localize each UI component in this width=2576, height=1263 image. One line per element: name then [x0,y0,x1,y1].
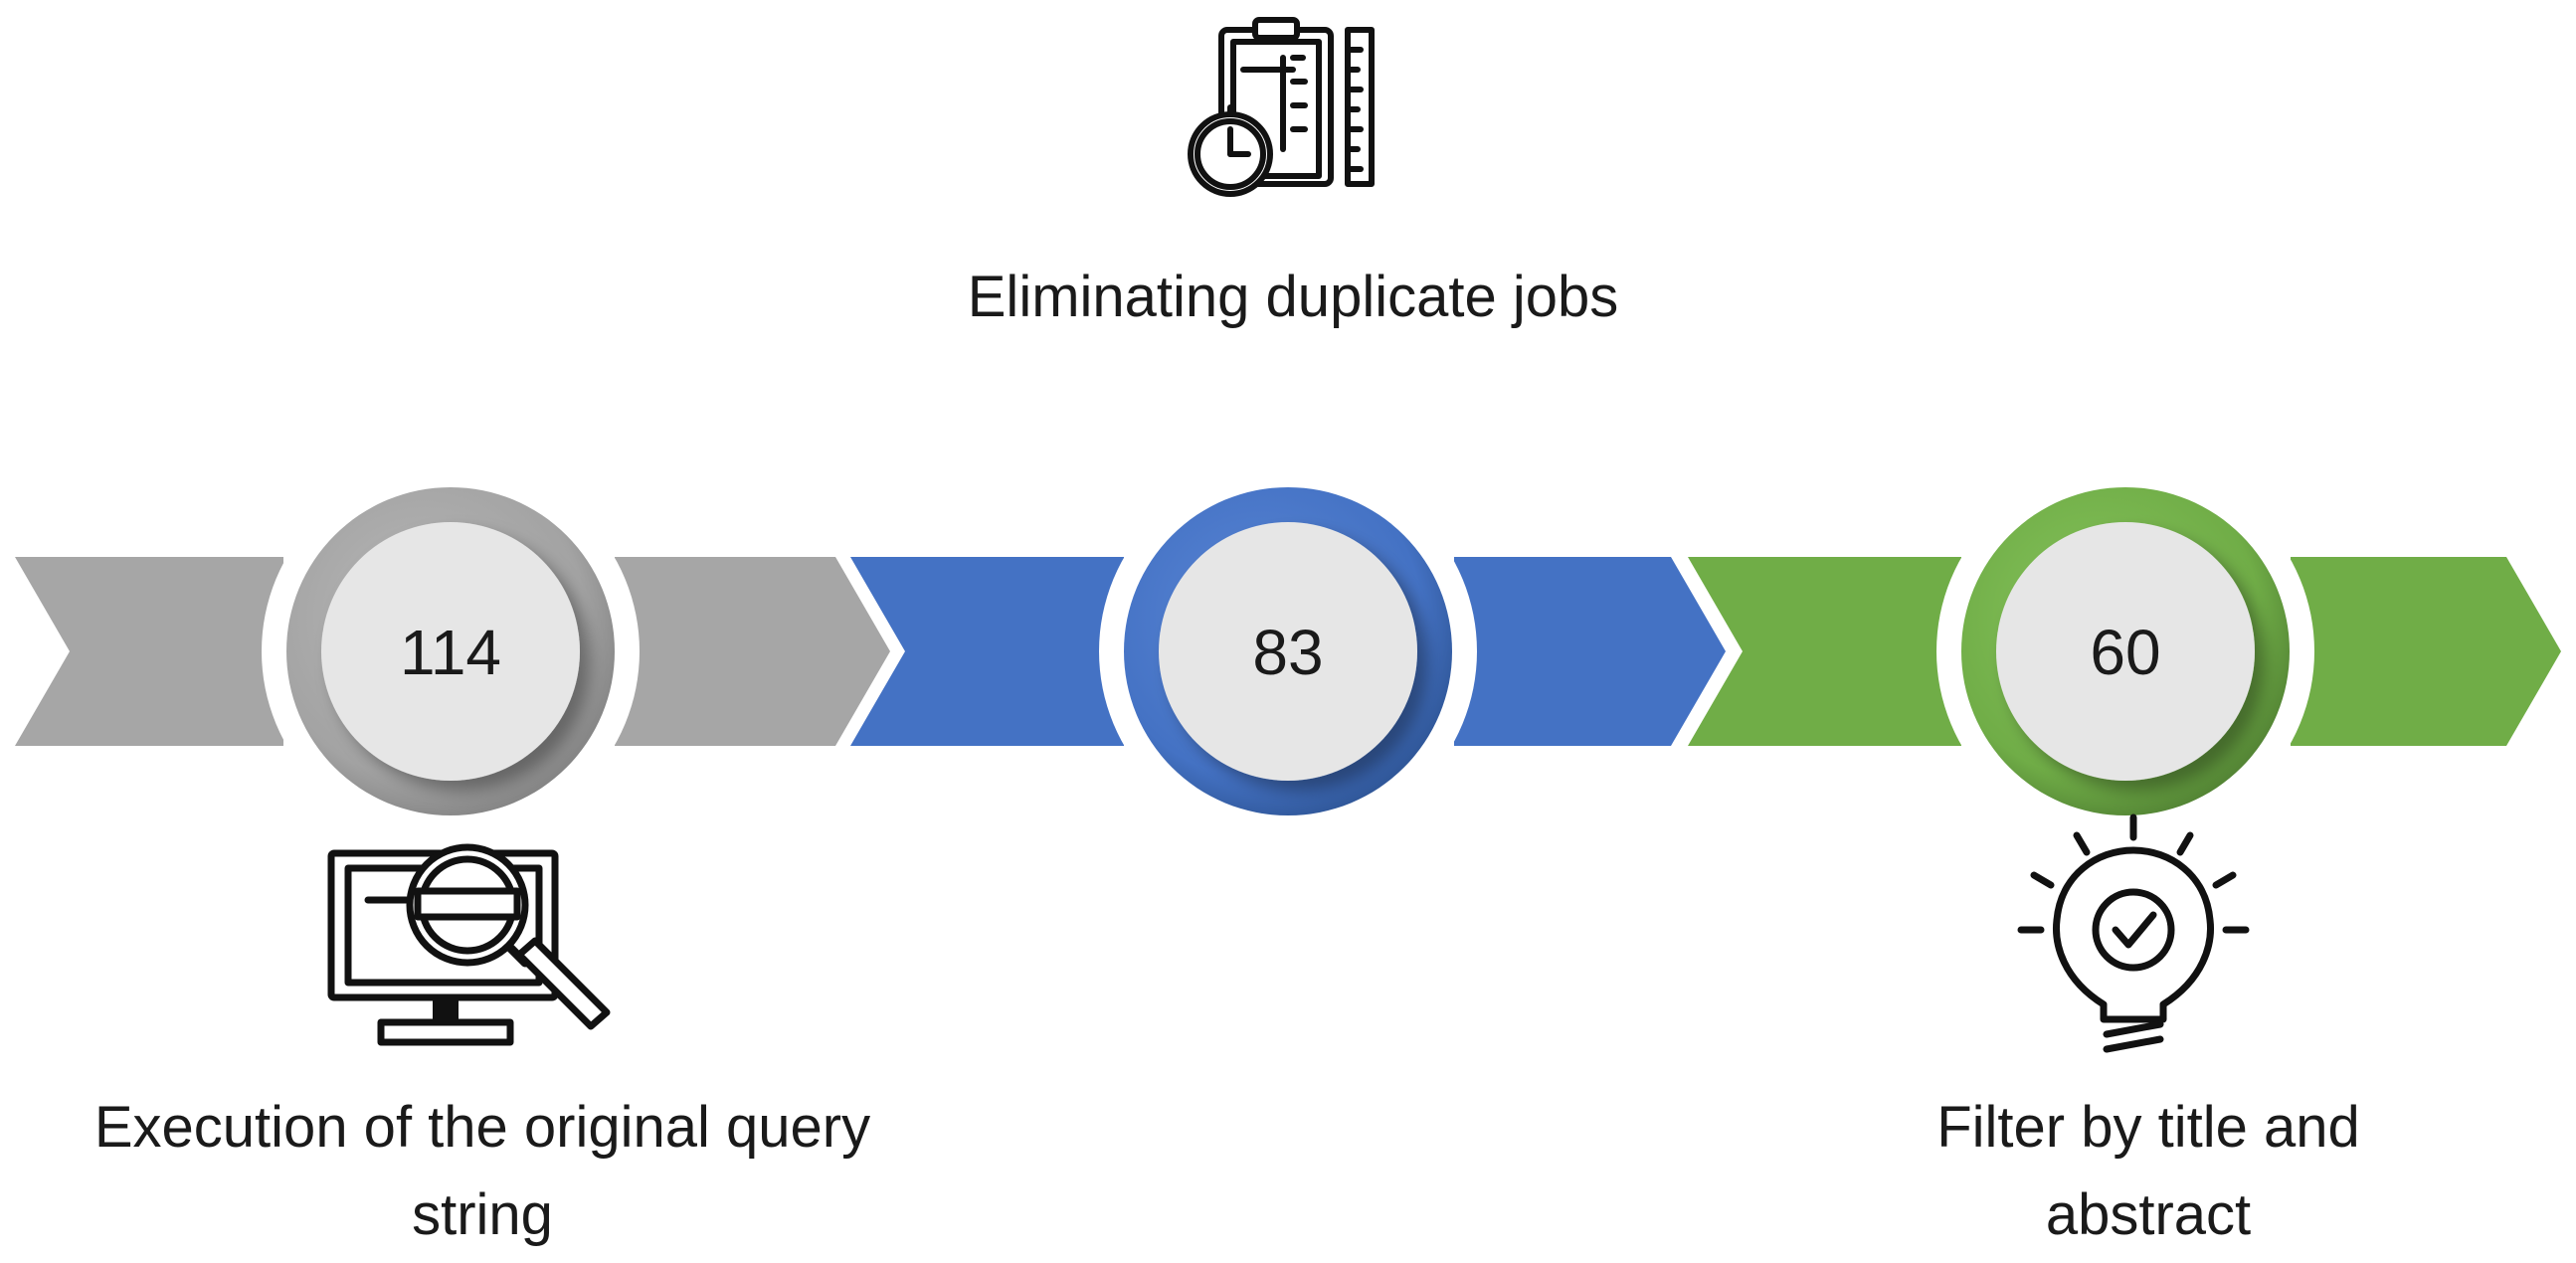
stage-3-arrow-right [2291,557,2561,746]
lightbulb-check-icon [2017,813,2250,1053]
stage-1-arrow-right [615,557,890,746]
stage-1-value: 114 [400,617,501,688]
stage-2-label: Eliminating duplicate jobs [967,265,1619,329]
stage-3-circle: 60 [1936,462,2314,840]
stage-1-arrow [15,557,890,746]
clipboard-timer-icon [1188,17,1375,197]
stage-1-label: Execution of the original query string [93,1095,871,1247]
stage-2-circle: 83 [1099,462,1477,840]
stage-3-value: 60 [2090,617,2160,688]
stage-3-arrow [1688,557,2561,746]
stage-2-arrow [850,557,1726,746]
stage-3-label: Filter by title and abstract [1936,1095,2360,1247]
stage-2-arrow-left [850,557,1124,746]
stage-3-arrow-left [1688,557,1961,746]
stage-2-value: 83 [1252,617,1323,688]
stage-1-circle: 114 [262,462,640,840]
stage-2-arrow-right [1454,557,1726,746]
monitor-search-icon [327,843,611,1046]
stage-1-arrow-left [15,557,283,746]
